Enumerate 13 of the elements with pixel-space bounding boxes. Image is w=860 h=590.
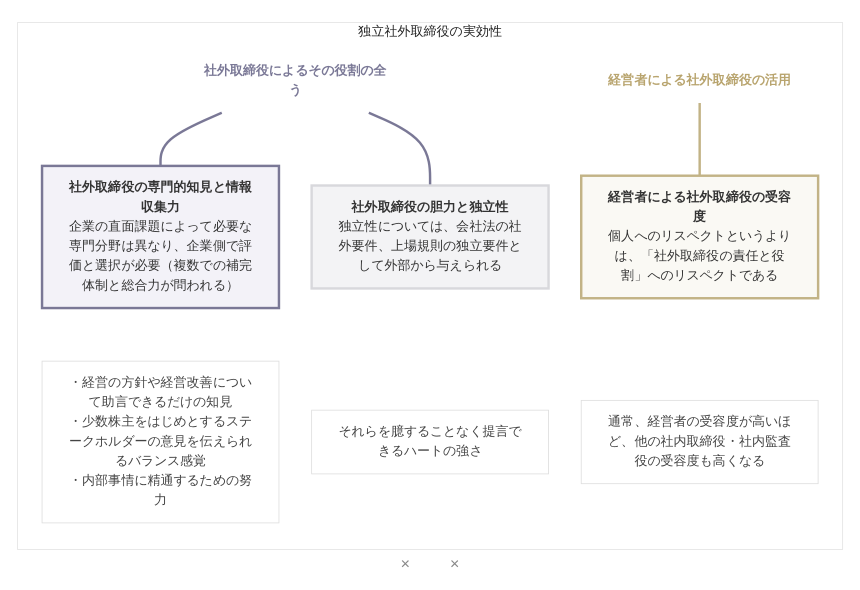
- multiply-sign: ×: [450, 556, 460, 574]
- node-text: 社外取締役によるその役割の全う: [204, 64, 387, 98]
- connector: [159, 112, 222, 166]
- connector: [698, 103, 701, 176]
- node-box: 社外取締役の胆力と独立性 独立性については、会社法の社外要件、上場規則の独立要件として外部から与えられる: [310, 184, 550, 290]
- node-box: 経営者による社外取締役の受容度 個人へのリスペクトというよりは、「社外取締役の責任と役割」へのリスペクトである: [580, 174, 820, 300]
- node-box: 通常、経営者の受容度が高いほど、他の社内取締役・社内監査役の受容度も高くなる: [580, 400, 818, 484]
- node-text: 経営者による社外取締役の活用: [608, 74, 792, 88]
- node-box: 社外取締役の専門的知見と情報収集力 企業の直面課題によって必要な専門分野は異なり、企業側で評価と選択が必要（複数での補完体制と総合力が問われる）: [40, 164, 280, 310]
- connector: [368, 112, 432, 186]
- node-box: それらを臆することなく提言できるハートの強さ: [311, 410, 549, 474]
- node-box: ・経営の方針や経営改善について助言できるだけの知見 ・少数株主をはじめとするステークホルダーの意見を伝えられるバランス感覚 ・内部事情に精通するための努力: [42, 360, 280, 524]
- multiply-sign: ×: [400, 556, 410, 574]
